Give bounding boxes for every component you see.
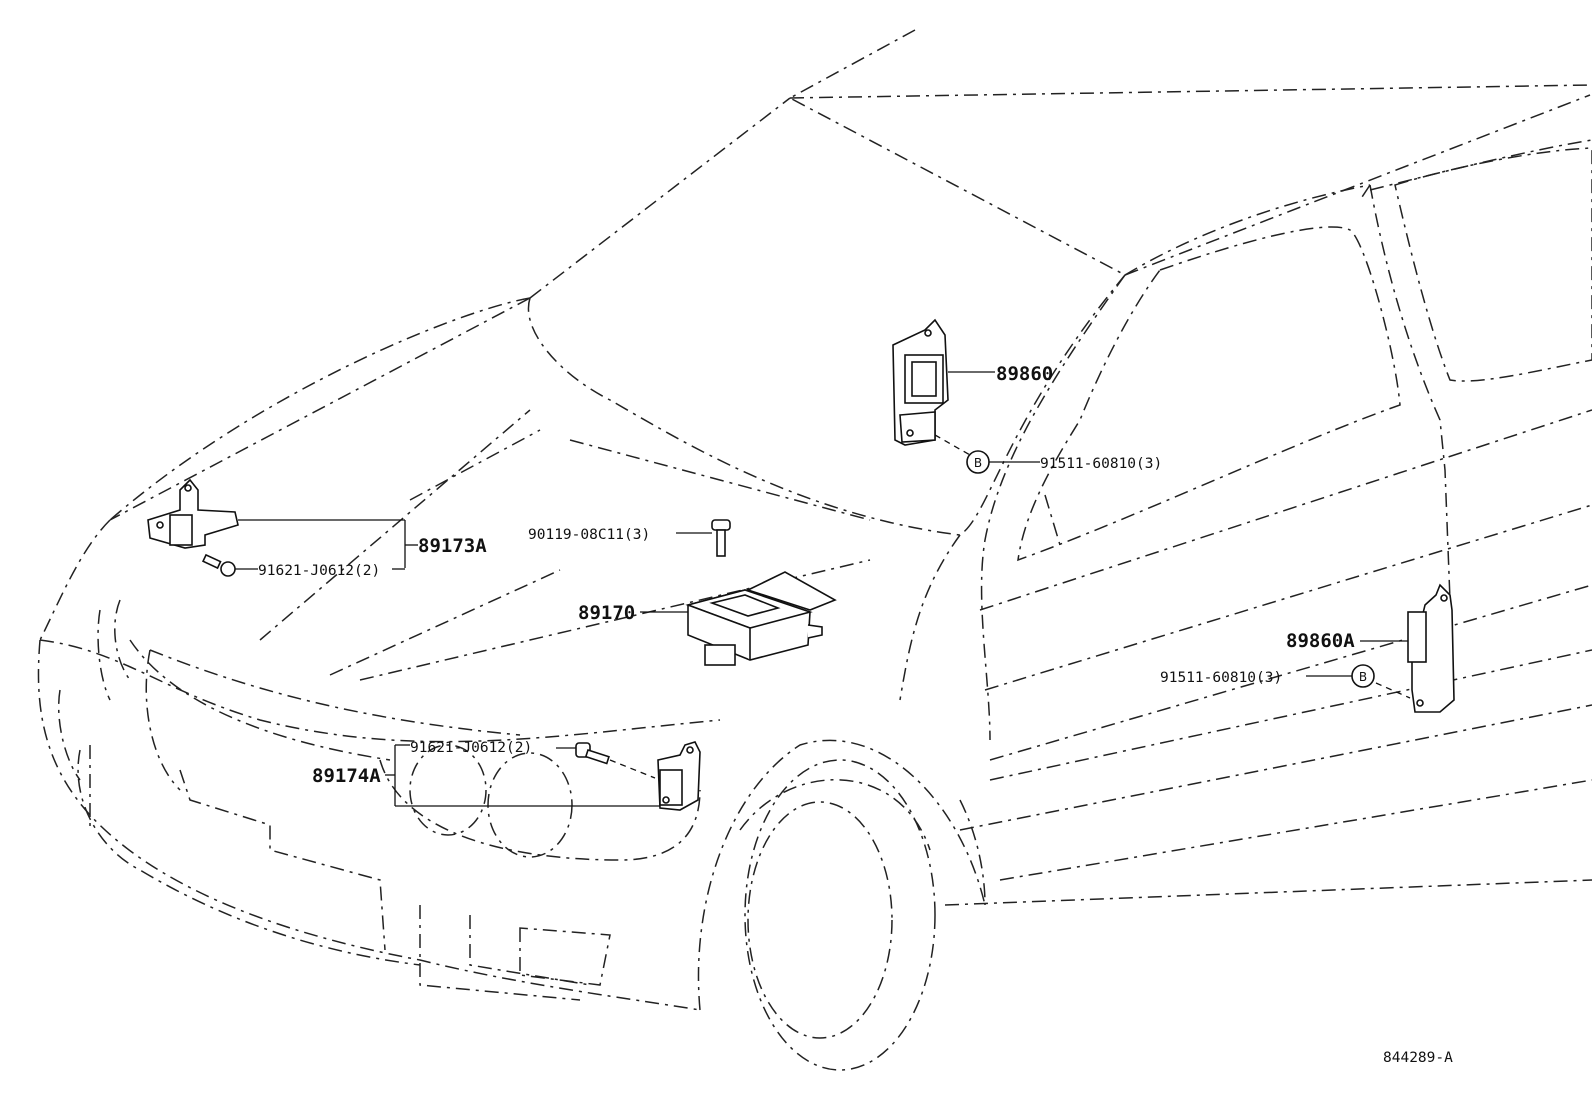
label-91621-lower: 91621-J0612(2) xyxy=(410,740,532,756)
sensor-89860[interactable] xyxy=(892,318,995,456)
label-89174A: 89174A xyxy=(312,765,381,787)
label-90119: 90119-08C11(3) xyxy=(528,527,650,543)
callout-b-upper: B xyxy=(966,450,1040,474)
svg-text:B: B xyxy=(1359,670,1367,684)
svg-text:B: B xyxy=(974,456,982,470)
bolt-91621-upper[interactable] xyxy=(201,553,405,577)
label-89860: 89860 xyxy=(996,363,1053,385)
airbag-ecu-89170[interactable] xyxy=(640,571,837,666)
sensor-89173A[interactable] xyxy=(147,478,418,568)
label-89860A: 89860A xyxy=(1286,630,1355,652)
callout-b-lower: B xyxy=(1306,664,1375,688)
label-91621-upper: 91621-J0612(2) xyxy=(258,563,380,579)
label-89170: 89170 xyxy=(578,602,635,624)
bolt-90119[interactable] xyxy=(676,519,731,557)
label-91511-upper: 91511-60810(3) xyxy=(1040,456,1162,472)
label-91511-lower: 91511-60810(3) xyxy=(1160,670,1282,686)
sensor-89174A[interactable] xyxy=(385,741,701,811)
label-89173A: 89173A xyxy=(418,535,487,557)
car-body-outline xyxy=(37,29,1592,1071)
sensor-89860A[interactable] xyxy=(1360,583,1455,713)
bolt-91621-lower[interactable] xyxy=(556,742,610,765)
diagram-id: 844289-A xyxy=(1383,1050,1453,1066)
